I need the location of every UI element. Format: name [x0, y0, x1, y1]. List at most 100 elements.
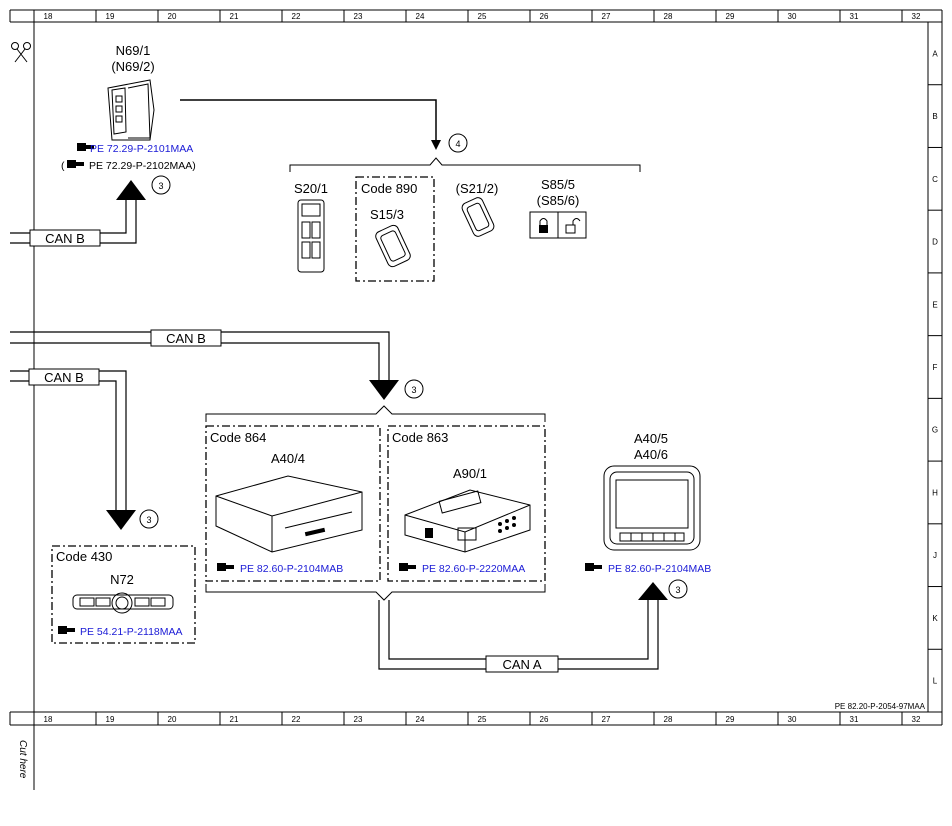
can-b-label-1: CAN B: [45, 231, 85, 246]
n72-ref-link[interactable]: PE 54.21-P-2118MAA: [80, 626, 183, 638]
row-letter: D: [932, 238, 938, 247]
can-b-bus-2: [10, 329, 399, 400]
callout-number: 3: [411, 385, 416, 395]
display-screen-icon: [603, 465, 701, 551]
lock-icon: [539, 218, 548, 233]
code-863-box: [387, 425, 546, 582]
s20-label: S20/1: [294, 181, 328, 196]
row-letter: J: [933, 551, 937, 560]
can-a-bus: [378, 582, 668, 673]
column-number: 27: [602, 12, 611, 21]
column-number: 24: [416, 715, 425, 724]
callout-number: 3: [158, 181, 163, 191]
column-number: 23: [354, 715, 363, 724]
callout-number: 4: [455, 139, 460, 149]
callout-number: 3: [146, 515, 151, 525]
row-letter: A: [932, 49, 938, 58]
can-b-label-3: CAN B: [44, 370, 84, 385]
code-890-box: [355, 176, 435, 282]
column-number: 26: [540, 715, 549, 724]
row-letter: B: [932, 112, 937, 121]
can-b-bus-3: [10, 368, 136, 530]
column-number: 32: [912, 715, 921, 724]
a40-4-ref-link[interactable]: PE 82.60-P-2104MAB: [240, 563, 343, 575]
scissors-icon: [11, 42, 31, 63]
column-number: 32: [912, 12, 921, 21]
column-number: 28: [664, 715, 673, 724]
column-number: 27: [602, 715, 611, 724]
column-number: 22: [292, 12, 301, 21]
callout-circle: [448, 133, 468, 153]
n69-label: N69/1: [116, 43, 151, 58]
ref-icon: [77, 143, 94, 151]
callout-circle: [151, 175, 171, 195]
top-bracket: [205, 405, 546, 422]
lock-switch-icon: [529, 211, 587, 239]
column-number: 25: [478, 715, 487, 724]
column-number: 30: [788, 715, 797, 724]
ref-icon: [585, 563, 602, 571]
column-number: 18: [44, 715, 53, 724]
signal-line: [180, 99, 441, 150]
n69-ref2-link[interactable]: PE 72.29-P-2102MAA): [89, 160, 196, 172]
ref-icon: [399, 563, 416, 571]
code-864-box: [205, 425, 381, 582]
column-number: 20: [168, 12, 177, 21]
switch-group-bracket: [289, 157, 641, 172]
column-number: 20: [168, 715, 177, 724]
can-b-bus-1: [10, 180, 146, 247]
a40-6-label: A40/6: [634, 447, 668, 462]
n69-alt-label: (N69/2): [111, 59, 154, 74]
bottom-bracket: [205, 584, 546, 601]
column-number: 19: [106, 12, 115, 21]
can-a-label: CAN A: [502, 657, 541, 672]
n69-ref-link[interactable]: PE 72.29-P-2101MAA: [90, 143, 193, 155]
s15-code-label: Code 890: [361, 181, 417, 196]
s85-label: S85/5: [541, 177, 575, 192]
column-number: 24: [416, 12, 425, 21]
drawing-frame: [9, 9, 943, 790]
unlock-icon: [565, 218, 581, 234]
callout-circle: [404, 379, 424, 399]
s21-label: (S21/2): [456, 181, 499, 196]
callout-circle: [668, 579, 688, 599]
s85-alt-label: (S85/6): [537, 193, 580, 208]
a90-1-ref-link[interactable]: PE 82.60-P-2220MAA: [422, 563, 525, 575]
dvd-player-icon: [215, 475, 363, 553]
cut-here-label: Cut here: [17, 740, 28, 779]
switch-icon: [375, 224, 411, 268]
can-b-label-2: CAN B: [166, 331, 206, 346]
code-430-box: [51, 545, 196, 644]
n72-label: N72: [110, 572, 134, 587]
a90-1-code-label: Code 863: [392, 430, 448, 445]
column-number: 30: [788, 12, 797, 21]
column-number: 29: [726, 12, 735, 21]
column-number: 31: [850, 715, 859, 724]
a90-1-label: A90/1: [453, 466, 487, 481]
door-control-unit-icon: [107, 79, 155, 141]
s15-label: S15/3: [370, 207, 404, 222]
column-number: 21: [230, 12, 239, 21]
column-number: 19: [106, 715, 115, 724]
ref-icon: [58, 626, 75, 634]
column-number: 21: [230, 715, 239, 724]
drawing-number: PE 82.20-P-2054-97MAA: [835, 702, 926, 711]
callout-circle: [139, 509, 159, 529]
row-letter: E: [932, 300, 937, 309]
ref-icon: [217, 563, 234, 571]
row-letter: F: [933, 363, 938, 372]
a40-5-label: A40/5: [634, 431, 668, 446]
row-letter: L: [933, 677, 938, 686]
a40-5-ref-link[interactable]: PE 82.60-P-2104MAB: [608, 563, 711, 575]
row-letter: K: [932, 614, 938, 623]
tuner-unit-icon: [404, 489, 531, 553]
window-switch-block-icon: [297, 199, 325, 273]
column-number: 29: [726, 715, 735, 724]
callout-number: 3: [675, 585, 680, 595]
column-number: 28: [664, 12, 673, 21]
ref-icon: [67, 160, 84, 168]
column-number: 31: [850, 12, 859, 21]
